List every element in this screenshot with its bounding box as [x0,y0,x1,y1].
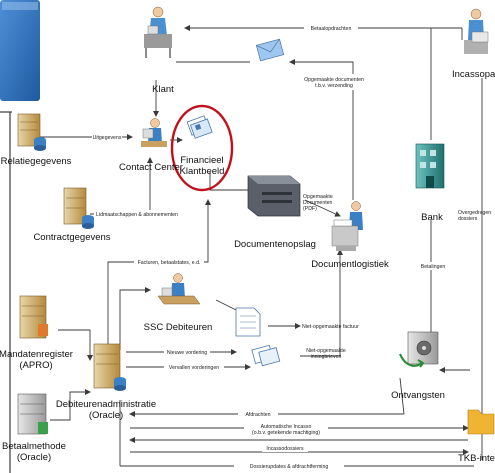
label-line: Documenten [303,200,333,206]
node-label-relatiegegevens: Relatiegegevens [1,156,72,167]
safe-icon [398,331,439,368]
invoice-document-icon [235,307,261,337]
edge-label-niet-opgemaakte-factuur: Niet-opgemaakte factuur [302,324,359,330]
bank-building-icon [415,143,445,189]
relatie-server-icon [17,113,46,151]
node-label-tkb-interface: TKB-interf [458,453,495,464]
node-label-bank: Bank [421,212,443,223]
label-line: (o.b.v. getekende machtiging) [252,430,320,436]
node-label-contractgegevens: Contractgegevens [33,232,110,243]
mandaten-server-icon [19,295,48,339]
edge-label-nieuwe-vordering: Nieuwe vordering [167,350,207,356]
edge-label-automatische-incasso: Automatische Incasso(o.b.v. getekende ma… [252,424,320,436]
collector-person-icon [464,8,489,54]
label-line: dossiers [458,216,478,222]
edge-label-vervallen: Vervallen vorderingen [169,365,219,371]
node-labels: Klant Incassopar Relatiegegevens Contact… [0,69,495,464]
envelope-icon [255,38,285,62]
node-label-betaalmethode: Betaalmethode(Oracle) [2,441,66,463]
label-line: (Oracle) [17,452,51,463]
node-label-mandatenregister: Mandatenregister(APRO) [0,349,73,371]
label-line: Klantbeeld [180,166,225,177]
node-label-documentlogistiek: Documentlogistiek [311,259,389,270]
label-line: Mandatenregister [0,349,73,360]
edge-label-dossierupdates: Dossierupdates & afdrachtferming [250,464,329,470]
label-line: t.b.v. verzending [315,83,353,89]
label-line: Automatische Incasso [261,424,312,430]
node-label-contact-center: Contact Center [119,162,183,173]
node-label-debiteurenadministratie: Debiteurenadministratie(Oracle) [56,399,156,421]
corner-panel-icon [0,0,40,101]
label-line: Financieel [180,155,223,166]
edge-label-facturen: Facturen, betaalstates, e.d. [138,260,201,266]
edge-label-afdrachten: Afdrachten [245,412,270,418]
customer-person-icon [144,6,172,58]
folder-icon [467,409,495,435]
document-stack-icon [186,115,213,139]
edge-label-betaalopdrachten: Betaalopdrachten [311,26,352,32]
label-line: (PDF) [303,206,317,212]
label-line: Overgedragen [458,210,491,216]
betaalmethode-server-icon [17,393,48,435]
contract-server-icon [63,187,94,229]
label-line: Debiteurenadministratie [56,399,156,410]
storage-device-icon [247,175,301,217]
label-line: inningbrieven [311,354,342,360]
boundary-lines [0,111,12,473]
edge-label-lidmaatschappen: Lidmaatschappen & abonnementen [96,212,178,218]
debiteuren-server-icon [93,343,126,391]
edge-label-betalingen: Betalingen [421,264,446,270]
node-label-documentenopslag: Documentenopslag [234,239,316,250]
node-label-klant: Klant [152,84,174,95]
node-label-ssc-debiteuren: SSC Debiteuren [144,322,213,333]
label-line: Betaalmethode [2,441,66,452]
label-line: (APRO) [19,360,52,371]
label-line: (Oracle) [89,410,123,421]
letters-document-icon [251,344,281,367]
edge-label-uitgegevens: Uitgegevens [93,135,122,141]
financieel-highlight-ring [170,104,234,192]
label-line: Opgemaakte documenten [304,77,364,83]
print-operator-icon [331,201,363,251]
agent-desk-icon [141,118,167,147]
node-label-incassopartner: Incassopar [452,69,495,80]
label-line: Opgemaakte [303,194,333,200]
clerk-desk-icon [157,273,201,305]
label-line: Niet-opgemaakte [306,348,346,354]
node-label-ontvangsten: Ontvangsten [391,390,445,401]
edge-label-incassodossiers: Incassodossiers [266,446,304,452]
